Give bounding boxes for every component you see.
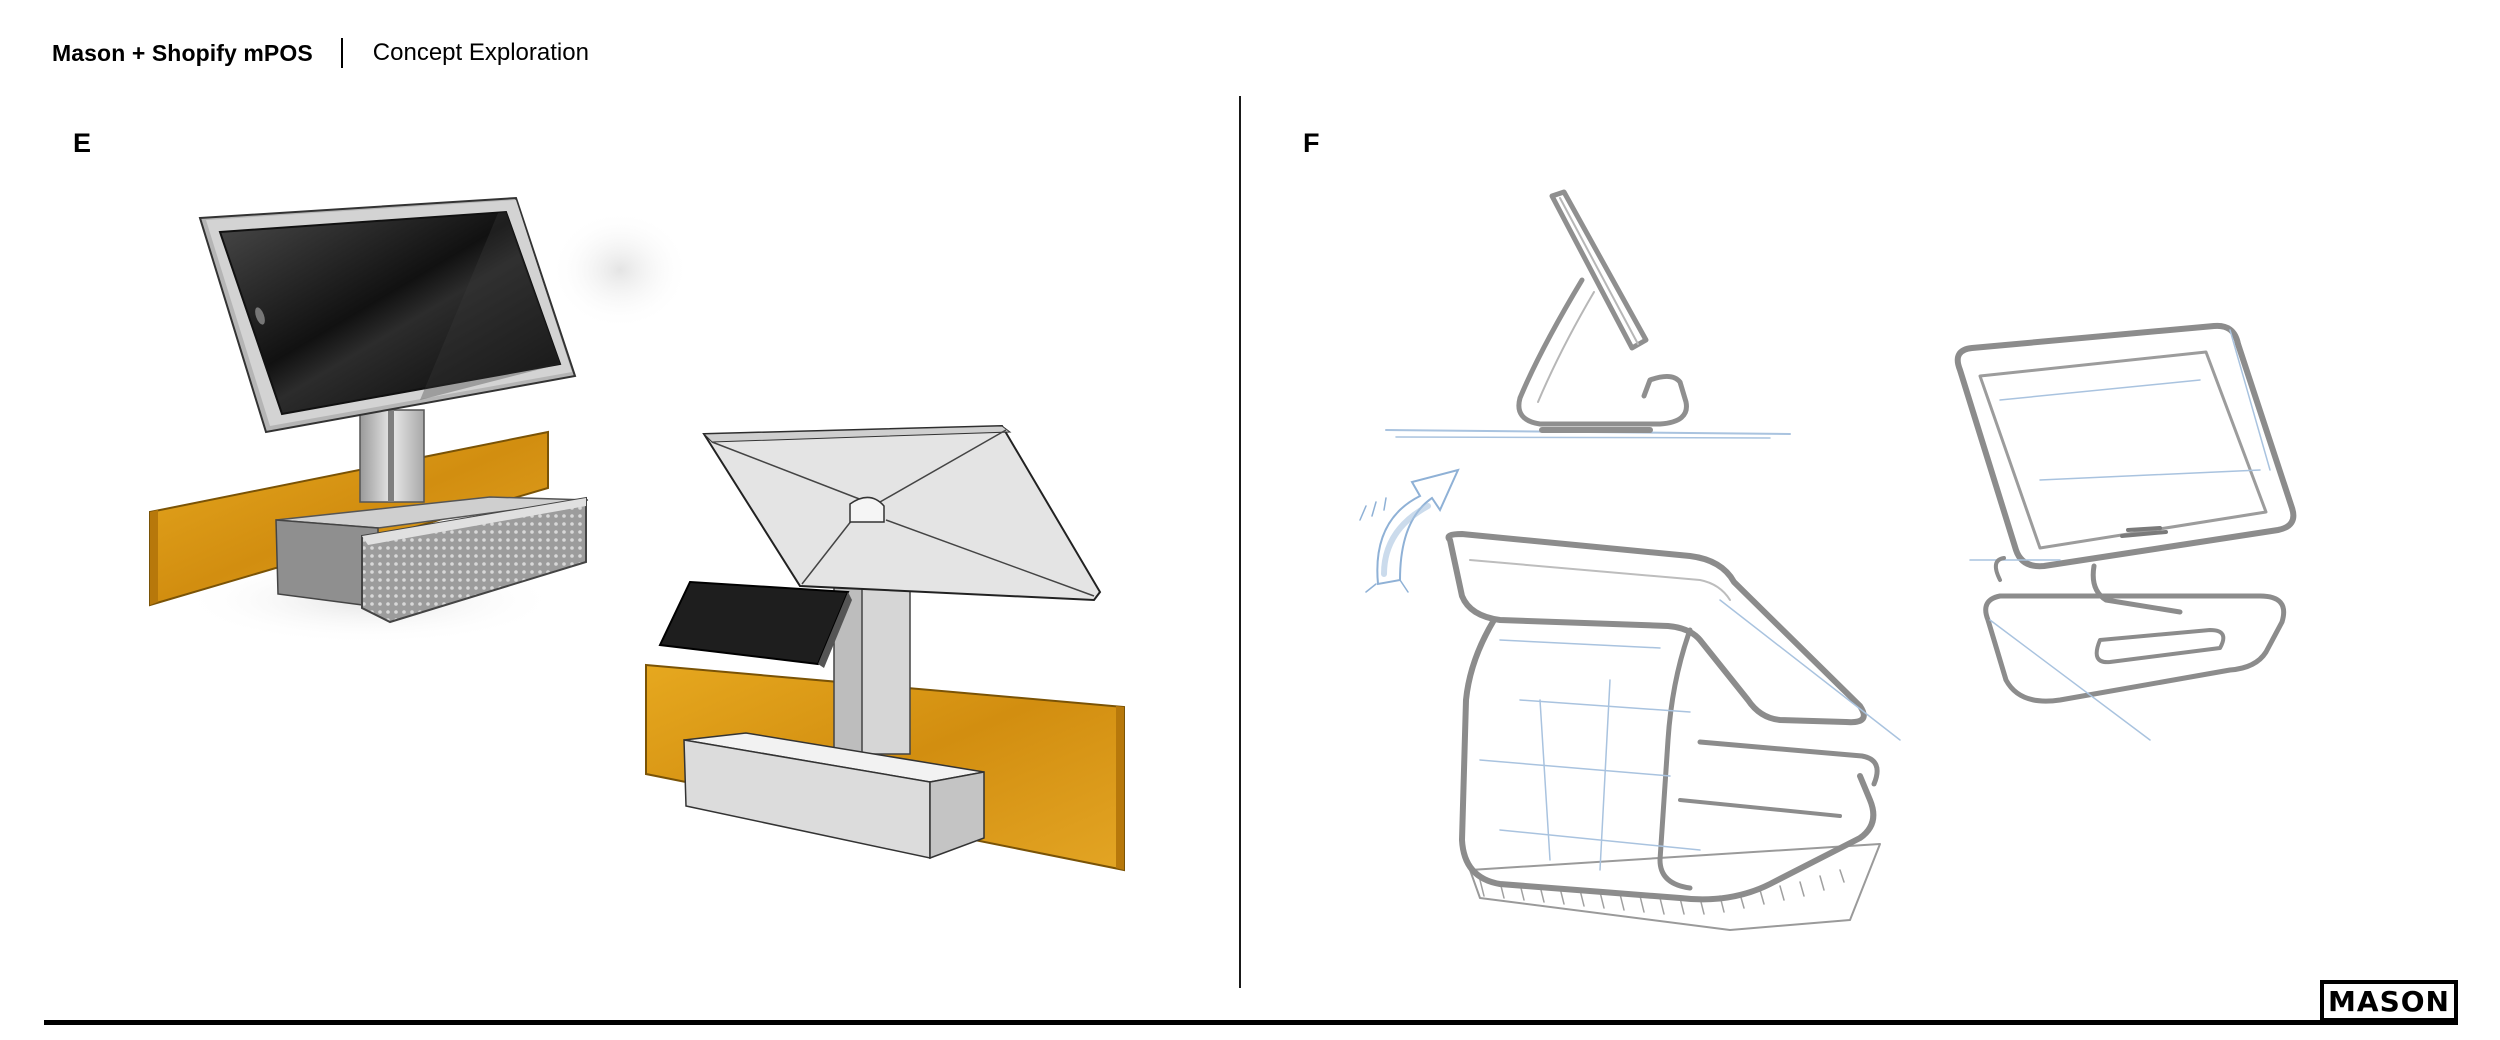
concept-e-render-1 — [149, 196, 690, 645]
footer-rule — [44, 1020, 2458, 1025]
panel-f-illustration — [1359, 189, 2297, 931]
brand-title: Mason + Shopify mPOS — [52, 39, 313, 66]
panel-label-f: F — [1303, 128, 1320, 158]
concept-f-sketch-side — [1385, 189, 1791, 439]
concept-f-sketch-front — [1445, 531, 1901, 931]
rotation-arrow-sketch — [1359, 468, 1460, 593]
mason-logo: MASON — [2320, 980, 2458, 1022]
concept-f-sketch-angle — [1954, 322, 2297, 741]
concept-e-render-2 — [645, 424, 1125, 872]
page-subtitle: Concept Exploration — [372, 39, 589, 66]
panel-e-illustration — [149, 196, 1125, 872]
panel-label-e: E — [73, 128, 92, 158]
header-separator — [340, 38, 343, 68]
panel-divider — [1239, 96, 1241, 988]
page-header: Mason + Shopify mPOS Concept Exploration — [52, 36, 589, 70]
